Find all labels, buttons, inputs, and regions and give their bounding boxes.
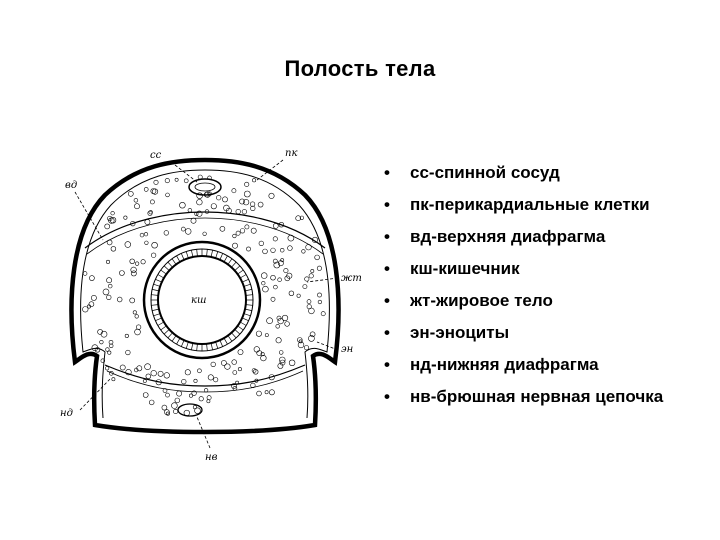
legend-item: • нв-брюшная нервная цепочка — [380, 386, 710, 407]
body-cavity-diagram: сс пк вд жт кш эн нд нв — [45, 130, 365, 470]
legend-list: • сс-спинной сосуд • пк-перикардиальные кле… — [380, 162, 710, 418]
bullet-icon: • — [384, 226, 390, 247]
legend-item-text: вд-верхняя диафрагма — [410, 227, 605, 246]
legend-item: • кш-кишечник — [380, 258, 710, 279]
label-ksh: кш — [191, 295, 206, 306]
legend-item-text: нд-нижняя диафрагма — [410, 355, 599, 374]
legend-item-text: кш-кишечник — [410, 259, 520, 278]
legend-item-text: сс-спинной сосуд — [410, 163, 560, 182]
label-vd: вд — [65, 180, 77, 191]
legend-item: • вд-верхняя диафрагма — [380, 226, 710, 247]
legend-item: • сс-спинной сосуд — [380, 162, 710, 183]
legend-item-text: нв-брюшная нервная цепочка — [410, 387, 663, 406]
legend-item: • жт-жировое тело — [380, 290, 710, 311]
label-pk: пк — [285, 148, 297, 159]
lower-diaphragm — [105, 365, 305, 386]
bullet-icon: • — [384, 162, 390, 183]
legend-item: • нд-нижняя диафрагма — [380, 354, 710, 375]
legend-item-text: пк-перикардиальные клетки — [410, 195, 650, 214]
bullet-icon: • — [384, 194, 390, 215]
legend-item: • эн-эноциты — [380, 322, 710, 343]
legend-item-text: эн-эноциты — [410, 323, 509, 342]
label-nd: нд — [60, 408, 73, 419]
bullet-icon: • — [384, 258, 390, 279]
legend-item: • пк-перикардиальные клетки — [380, 194, 710, 215]
bullet-icon: • — [384, 290, 390, 311]
bullet-icon: • — [384, 322, 390, 343]
label-en: эн — [341, 344, 353, 355]
legend-item-text: жт-жировое тело — [410, 291, 553, 310]
bullet-icon: • — [384, 386, 390, 407]
label-zht: жт — [341, 273, 362, 284]
label-nv: нв — [205, 452, 218, 463]
nerve-cord — [178, 404, 202, 416]
page-title: Полость тела — [0, 56, 720, 82]
bullet-icon: • — [384, 354, 390, 375]
inner-wall — [81, 170, 330, 418]
label-ss: сс — [150, 150, 162, 161]
